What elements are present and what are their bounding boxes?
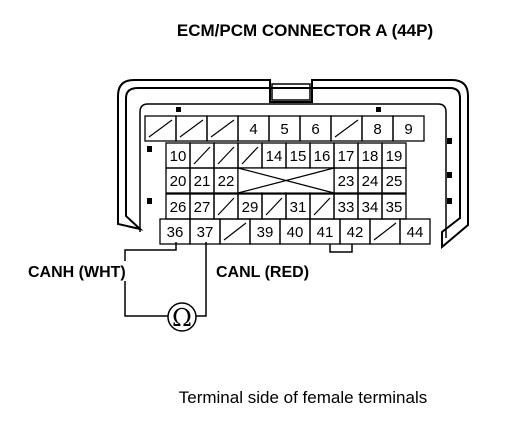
housing-mark (376, 107, 381, 112)
ohmmeter-icon (167, 302, 197, 332)
terminal-number: 27 (194, 199, 211, 216)
housing-mark (147, 198, 152, 204)
terminal-number: 8 (373, 121, 381, 138)
empty-terminal-slash (148, 119, 173, 138)
empty-terminal-slash (241, 146, 259, 165)
terminal-number: 14 (266, 148, 283, 165)
empty-terminal-slash (334, 119, 359, 138)
canh-probe-wire (124, 242, 177, 317)
probe-wiring (124, 242, 207, 317)
terminal-number: 15 (290, 148, 307, 165)
empty-terminal-slash (265, 197, 283, 216)
blank-cavity-cross (237, 167, 335, 194)
terminal-number: 16 (314, 148, 331, 165)
housing-marks (147, 107, 452, 204)
terminal-cell (381, 167, 407, 194)
empty-terminal-slash (217, 197, 235, 216)
terminal-number: 39 (257, 224, 274, 241)
empty-terminal-slash (210, 119, 235, 138)
housing-bottom-tab (329, 244, 353, 253)
terminal-cell (392, 115, 425, 142)
terminal-number: 44 (407, 224, 424, 241)
terminal-number: 21 (194, 173, 211, 190)
empty-terminal-slash (179, 119, 204, 138)
empty-terminal-slash (193, 146, 211, 165)
canl-label: CANL (RED) (216, 264, 309, 281)
terminal-number: 36 (167, 224, 184, 241)
terminal-number: 5 (280, 121, 288, 138)
terminal-number: 18 (362, 148, 379, 165)
housing-inner-outline (139, 103, 447, 238)
terminal-number: 20 (170, 173, 187, 190)
terminal-number: 25 (386, 173, 403, 190)
canl-probe-wire (196, 242, 207, 317)
terminal-number: 22 (218, 173, 235, 190)
terminal-number: 40 (287, 224, 304, 241)
terminal-grid: 4 5 6 8 9 10 14 15 16 17 18 19 20 21 22 23 24 25 26 27 29 31 3… (144, 115, 431, 245)
diagram-title: ECM/PCM CONNECTOR A (44P) (177, 21, 433, 40)
terminal-number: 31 (290, 199, 307, 216)
terminal-number: 6 (311, 121, 319, 138)
housing-mark (447, 138, 452, 144)
terminal-number: 42 (347, 224, 364, 241)
terminal-number: 26 (170, 199, 187, 216)
housing-outer-outline (117, 79, 469, 250)
terminal-number: 41 (317, 224, 334, 241)
terminal-number: 23 (338, 173, 355, 190)
housing-mark (447, 198, 452, 204)
empty-terminal-slash (223, 222, 247, 241)
housing-mark (447, 172, 452, 178)
terminal-number: 29 (242, 199, 259, 216)
terminal-number: 35 (386, 199, 403, 216)
empty-terminal-slash (373, 222, 397, 241)
terminal-number: 37 (197, 224, 214, 241)
terminal-number: 33 (338, 199, 355, 216)
terminal-number: 17 (338, 148, 355, 165)
canh-label-bg (26, 261, 156, 281)
empty-terminal-slash (217, 146, 235, 165)
terminal-number: 19 (386, 148, 403, 165)
empty-terminal-slash (313, 197, 331, 216)
canl-label-bg (214, 261, 342, 281)
housing-mark (147, 146, 152, 152)
housing-mark (176, 107, 181, 112)
canh-label: CANH (WHT) (28, 264, 126, 281)
terminal-number: 24 (362, 173, 379, 190)
terminal-number: 34 (362, 199, 379, 216)
ohm-symbol: Ω (172, 304, 192, 332)
housing-latch (271, 83, 311, 101)
terminal-number: 9 (404, 121, 412, 138)
terminal-number: 10 (170, 148, 187, 165)
terminal-cell (399, 218, 431, 245)
terminal-number: 4 (249, 121, 257, 138)
connector-housing (117, 79, 469, 253)
diagram-caption: Terminal side of female terminals (179, 388, 427, 407)
